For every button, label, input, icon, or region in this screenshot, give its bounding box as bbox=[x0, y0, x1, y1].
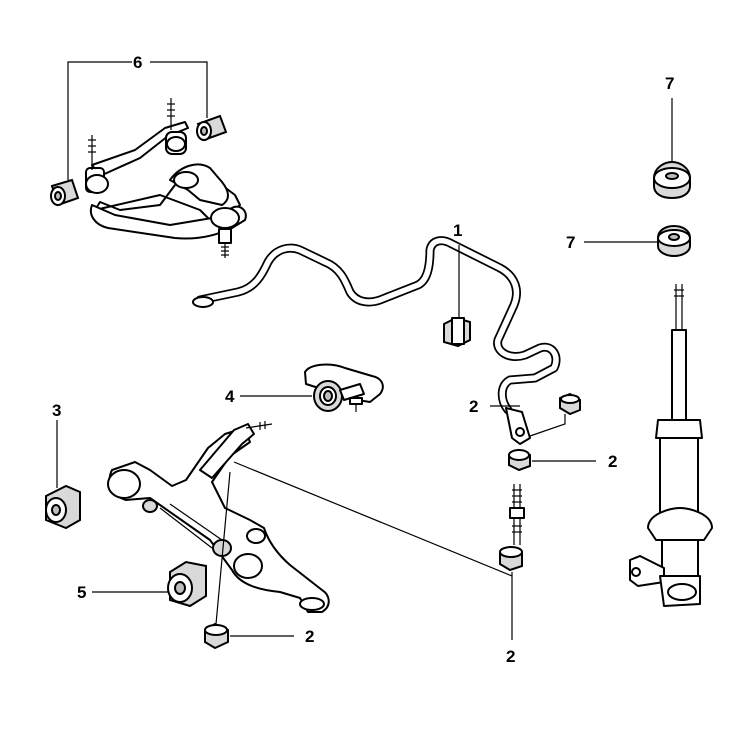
link-bushing-b bbox=[508, 448, 531, 472]
upper-arm-bushing-right bbox=[196, 114, 228, 142]
callout-2-right: 2 bbox=[608, 452, 618, 471]
callout-2-bottom: 2 bbox=[506, 647, 516, 666]
link-bushing-d bbox=[204, 622, 229, 650]
compliance-bushing bbox=[167, 560, 207, 608]
callout-2-upper: 2 bbox=[469, 397, 479, 416]
callout-7-top: 7 bbox=[665, 74, 675, 93]
lower-arm-compliance-bracket bbox=[304, 363, 384, 412]
callout-6: 6 bbox=[133, 53, 143, 72]
callout-3: 3 bbox=[52, 401, 62, 420]
callout-5: 5 bbox=[77, 583, 87, 602]
link-bushing-a bbox=[559, 392, 581, 416]
lower-arm-bushing bbox=[45, 484, 81, 530]
callout-7-lower: 7 bbox=[566, 233, 576, 252]
upper-control-arm bbox=[89, 163, 247, 258]
callout-2-lower-left: 2 bbox=[305, 627, 315, 646]
shock-absorber bbox=[629, 284, 713, 607]
strut-upper-mount-lower bbox=[657, 224, 691, 258]
callout-4: 4 bbox=[225, 387, 235, 406]
stabilizer-link-bolt bbox=[509, 484, 525, 545]
strut-upper-mount-top bbox=[653, 160, 691, 200]
lower-control-arm bbox=[107, 421, 330, 613]
upper-arm-pivot-shaft bbox=[85, 98, 189, 194]
upper-arm-bushing-left bbox=[50, 178, 80, 207]
stabilizer-bushing bbox=[443, 316, 471, 348]
stabilizer-bar bbox=[192, 236, 561, 445]
link-bushing-c bbox=[499, 545, 523, 572]
callout-1: 1 bbox=[453, 221, 463, 240]
